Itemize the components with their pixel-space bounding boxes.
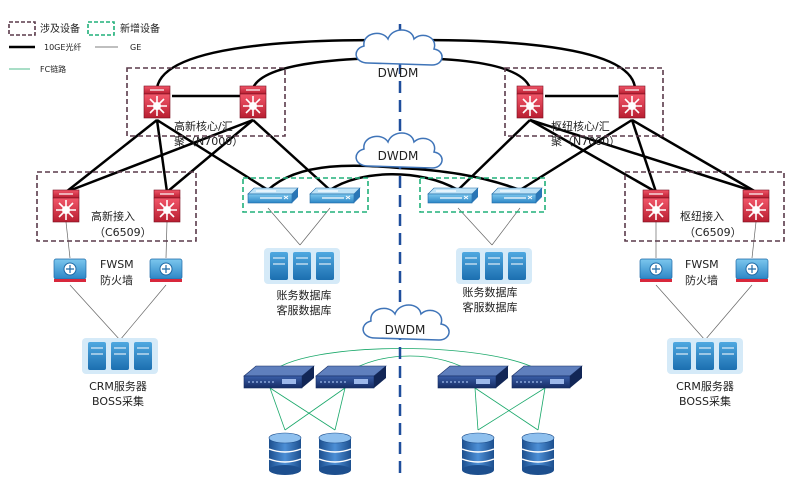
legend-new-label: 新增设备 xyxy=(120,22,160,35)
left-crm-label-2: BOSS采集 xyxy=(92,394,144,408)
right-storage-array-1[interactable] xyxy=(437,365,509,389)
right-disk-1[interactable] xyxy=(461,432,495,476)
center-left-db-label-2: 客服数据库 xyxy=(277,303,332,317)
right-firewall-2[interactable] xyxy=(735,258,769,283)
right-access-label-2: （C6509） xyxy=(684,226,742,239)
left-crm-servers[interactable] xyxy=(81,337,159,375)
right-core-router-1[interactable] xyxy=(516,85,544,119)
right-storage-array-2[interactable] xyxy=(511,365,583,389)
center-right-switch-1[interactable] xyxy=(427,187,479,204)
center-right-db-label-2: 客服数据库 xyxy=(463,300,518,314)
right-crm-label-2: BOSS采集 xyxy=(679,394,731,408)
legend-involved-swatch xyxy=(8,21,36,36)
ge-links xyxy=(65,207,757,341)
legend-involved-label: 涉及设备 xyxy=(40,22,80,35)
left-access-router-2[interactable] xyxy=(153,189,181,223)
right-access-router-1[interactable] xyxy=(642,189,670,223)
legend-10ge-label: 10GE光纤 xyxy=(44,42,81,52)
left-disk-2[interactable] xyxy=(318,432,352,476)
center-left-db-servers[interactable] xyxy=(263,247,341,285)
dwdm-bottom-label: DWDM xyxy=(385,323,426,337)
legend-ge-label: GE xyxy=(130,43,141,52)
dwdm-cloud-bottom: DWDM xyxy=(362,304,450,341)
right-core-label-1: 枢纽核心/汇 xyxy=(551,119,610,133)
center-right-switch-2[interactable] xyxy=(491,187,543,204)
center-right-db-label-1: 账务数据库 xyxy=(463,285,518,299)
right-fw-label-1: FWSM xyxy=(685,258,719,271)
left-access-label-1: 高新接入 xyxy=(91,209,135,223)
dwdm-middle-label: DWDM xyxy=(378,149,419,163)
dwdm-cloud-top: DWDM xyxy=(355,29,443,80)
left-fw-label-1: FWSM xyxy=(100,258,134,271)
left-core-router-2[interactable] xyxy=(239,85,267,119)
left-core-label-1: 高新核心/汇 xyxy=(174,119,233,133)
legend: 涉及设备 新增设备 10GE光纤 GE FC链路 xyxy=(8,21,160,74)
left-access-router-1[interactable] xyxy=(52,189,80,223)
left-firewall-1[interactable] xyxy=(53,258,87,283)
left-access-label-2: （C6509） xyxy=(94,226,152,239)
center-right-new-box xyxy=(419,177,546,213)
right-core-box xyxy=(504,67,664,137)
fc-links xyxy=(269,348,546,431)
right-crm-label-1: CRM服务器 xyxy=(676,380,734,393)
left-firewall-2[interactable] xyxy=(149,258,183,283)
dwdm-cloud-middle: DWDM xyxy=(355,132,443,169)
right-disk-2[interactable] xyxy=(521,432,555,476)
left-core-box xyxy=(126,67,286,137)
right-core-router-2[interactable] xyxy=(618,85,646,119)
right-access-label-1: 枢纽接入 xyxy=(680,209,724,223)
center-left-switch-1[interactable] xyxy=(247,187,299,204)
left-storage-array-2[interactable] xyxy=(315,365,387,389)
left-access-box xyxy=(36,171,197,242)
right-access-router-2[interactable] xyxy=(742,189,770,223)
legend-new-swatch xyxy=(87,21,115,36)
right-access-box xyxy=(624,171,785,242)
left-core-label-2: 聚（N7000） xyxy=(174,135,243,148)
dwdm-top-label: DWDM xyxy=(378,66,419,80)
left-disk-1[interactable] xyxy=(268,432,302,476)
left-storage-array-1[interactable] xyxy=(243,365,315,389)
center-left-db-label-1: 账务数据库 xyxy=(277,288,332,302)
left-crm-label-1: CRM服务器 xyxy=(89,380,147,393)
left-core-router-1[interactable] xyxy=(143,85,171,119)
right-core-label-2: 聚（N7000） xyxy=(551,135,620,148)
left-fw-label-2: 防火墙 xyxy=(100,273,133,287)
right-firewall-1[interactable] xyxy=(639,258,673,283)
legend-fc-label: FC链路 xyxy=(40,64,66,74)
right-crm-servers[interactable] xyxy=(666,337,744,375)
center-left-new-box xyxy=(242,177,369,213)
center-left-switch-2[interactable] xyxy=(309,187,361,204)
center-right-db-servers[interactable] xyxy=(455,247,533,285)
right-fw-label-2: 防火墙 xyxy=(685,273,718,287)
